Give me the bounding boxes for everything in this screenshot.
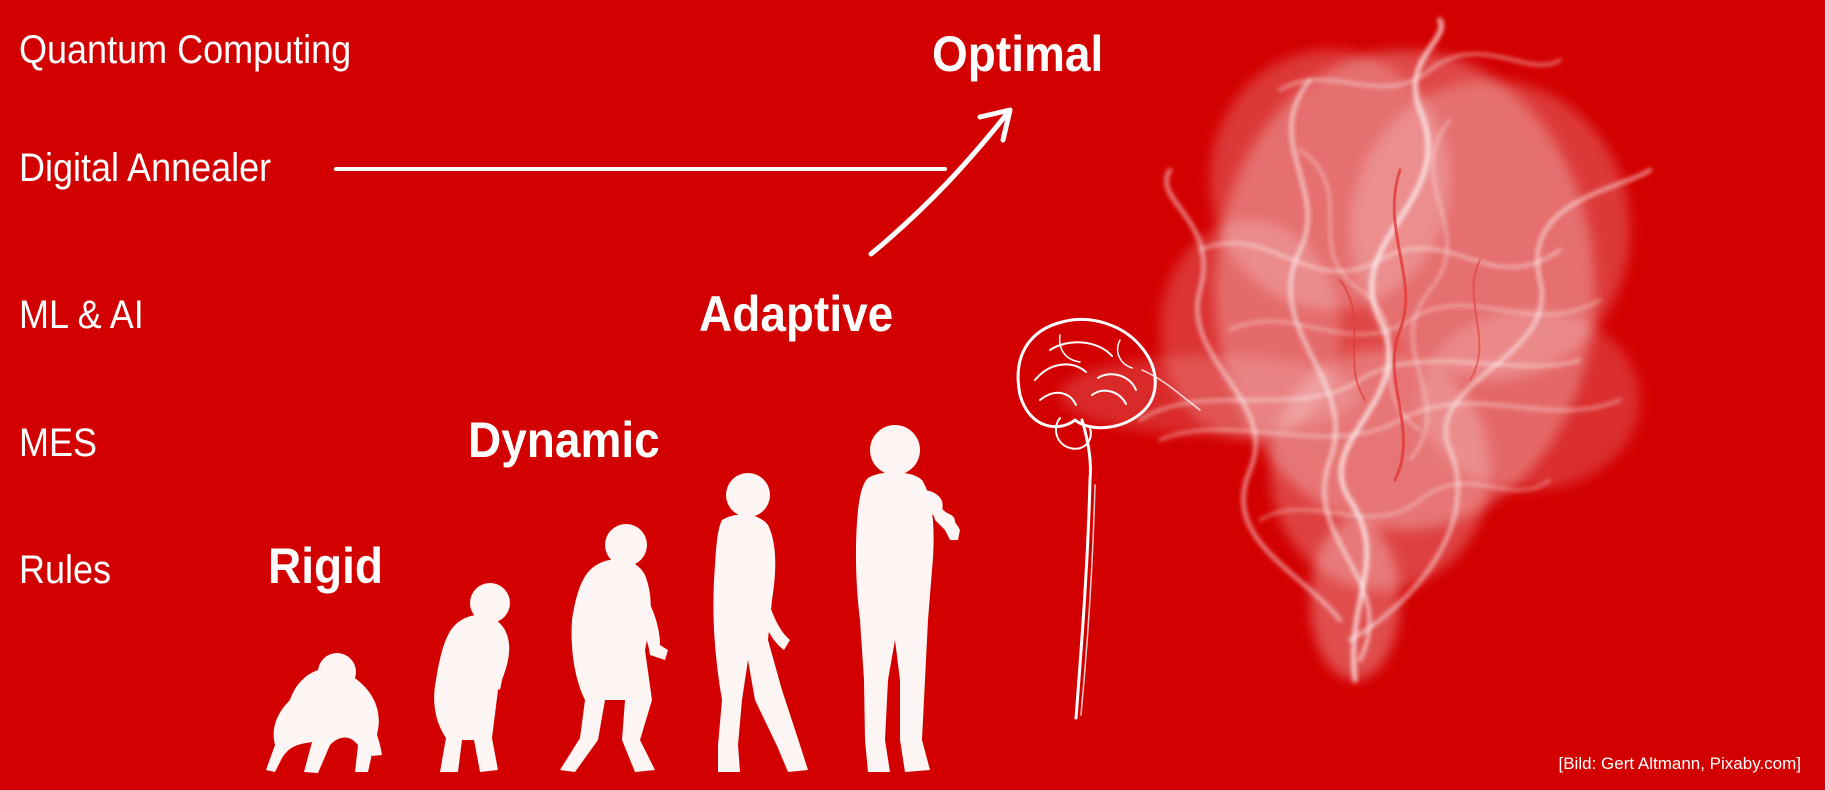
label-quantum-computing: Quantum Computing: [19, 28, 352, 72]
stage-rigid: Rigid: [268, 538, 383, 594]
brain-stem: [1080, 418, 1092, 482]
label-ml-ai: ML & AI: [19, 293, 144, 337]
stage-adaptive: Adaptive: [699, 286, 894, 342]
smoke-red-veins: [1339, 168, 1481, 482]
spinal-cord: [1074, 478, 1092, 720]
evolution-figure-4: [713, 473, 808, 772]
evolution-figure-3: [560, 524, 668, 772]
arrow-head: [977, 107, 1013, 143]
evolution-figure-2: [434, 583, 510, 772]
label-mes: MES: [19, 421, 98, 465]
smoke-wisps: [1138, 17, 1652, 683]
arrow-to-optimal: [868, 112, 1009, 257]
stage-optimal: Optimal: [932, 26, 1104, 82]
label-digital-annealer: Digital Annealer: [19, 146, 272, 190]
label-rules: Rules: [19, 548, 112, 592]
evolution-figure-5: [855, 425, 960, 772]
evolution-figure-1: [266, 653, 382, 773]
image-credit: [Bild: Gert Altmann, Pixaby.com]: [1558, 754, 1802, 773]
cerebellum: [1054, 417, 1092, 450]
stage-dynamic: Dynamic: [468, 412, 660, 468]
